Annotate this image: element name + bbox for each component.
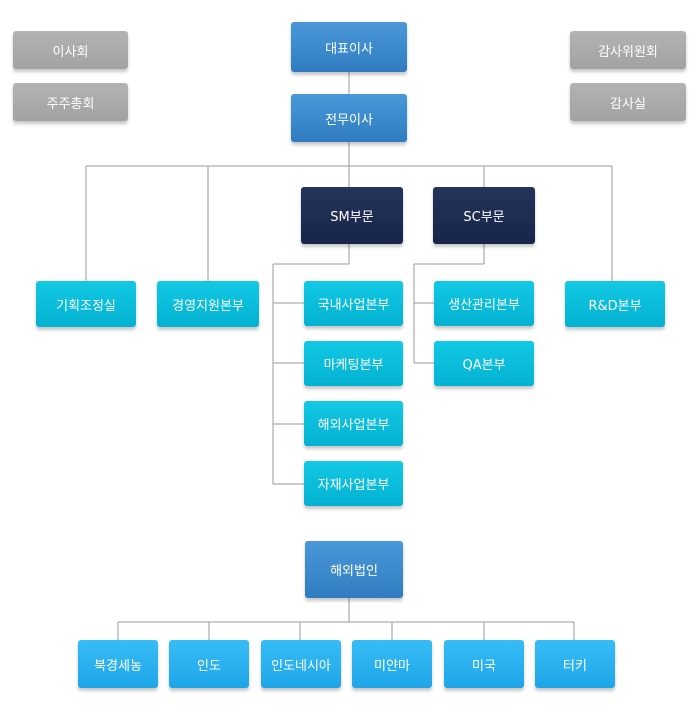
planning-box: 기획조정실 <box>36 281 136 327</box>
usa-box: 미국 <box>444 640 524 688</box>
domestic-sales-box: 국내사업본부 <box>304 281 403 326</box>
china-box: 북경세농 <box>78 640 158 688</box>
audit-office-box: 감사실 <box>570 83 686 121</box>
executive-box: 전무이사 <box>291 94 407 142</box>
board-box: 이사회 <box>13 31 128 69</box>
rnd-box: R&D본부 <box>565 281 665 327</box>
myanmar-box: 미얀마 <box>352 640 432 688</box>
production-box: 생산관리본부 <box>434 281 534 326</box>
qa-box: QA본부 <box>434 341 534 386</box>
indonesia-box: 인도네시아 <box>261 640 341 688</box>
marketing-box: 마케팅본부 <box>304 341 403 386</box>
india-box: 인도 <box>169 640 249 688</box>
management-support-box: 경영지원본부 <box>157 281 259 327</box>
sc-division-box: SC부문 <box>433 187 535 244</box>
sm-division-box: SM부문 <box>301 187 403 244</box>
ceo-box: 대표이사 <box>291 22 407 72</box>
turkey-box: 터키 <box>535 640 615 688</box>
overseas-corp-box: 해외법인 <box>305 541 403 598</box>
overseas-sales-box: 해외사업본부 <box>304 401 403 446</box>
shareholders-box: 주주총회 <box>13 83 128 121</box>
materials-box: 자재사업본부 <box>304 461 403 506</box>
audit-committee-box: 감사위원회 <box>570 31 686 69</box>
